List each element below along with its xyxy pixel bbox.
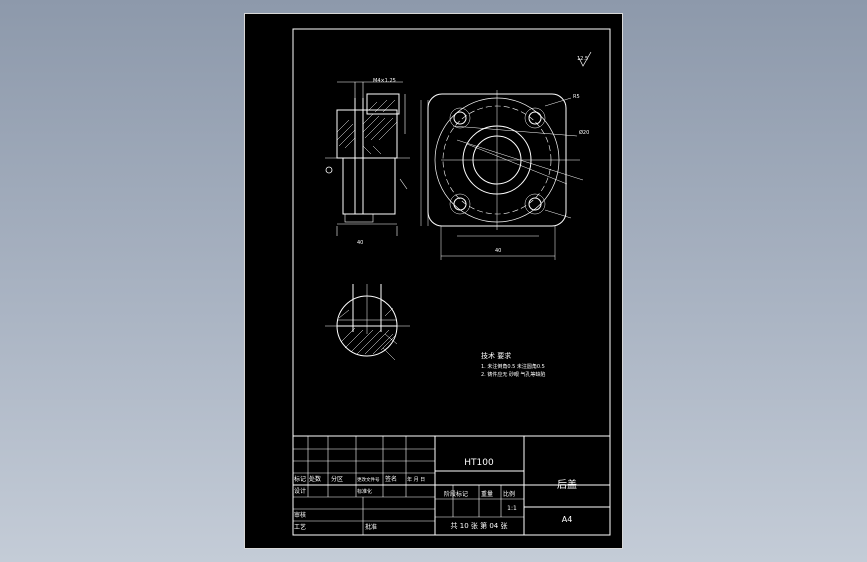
detail-view [325,284,410,361]
row-design: 设计 [294,487,306,495]
header-count: 处数 [309,475,321,483]
tech-req-item-2: 2. 铸件应无 砂眼 气孔等缺陷 [481,371,546,378]
square-width-label: 40 [495,248,501,254]
material-label: HT100 [464,458,494,468]
detail-hatching [338,307,396,355]
paper-size: A4 [562,515,573,524]
drawing-sheet: M4×1.25 40 40 R5 Ø20 12.5 技术 要求 1. 未注倒角0… [244,13,623,549]
side-section-view [325,81,410,236]
tech-req-title: 技术 要求 [481,351,511,360]
front-view [420,90,584,260]
side-width-label: 40 [357,240,363,246]
header-sign: 签名 [385,475,397,483]
header-mark: 标记 [294,475,306,483]
weight-label: 重量 [481,490,493,498]
row-review: 审核 [294,511,306,519]
stage-label: 阶段标记 [444,490,468,498]
thread-label: M4×1.25 [373,78,396,84]
row-process: 工艺 [294,523,306,531]
tech-req-item-1: 1. 未注倒角0.5 未注圆角0.5 [481,363,545,370]
inner-frame [292,28,611,536]
radius-label: R5 [573,94,580,100]
header-doc: 更改文件号 [357,476,380,483]
header-date: 年 月 日 [407,476,425,483]
row-approve: 批准 [365,523,377,531]
side-hatching [336,99,398,155]
sheet-count: 共 10 张 第 04 张 [451,521,508,530]
header-zone: 分区 [331,475,343,483]
ratio-label: 比例 [503,490,515,498]
roughness-value: 12.5 [577,56,588,62]
row-standard: 标准化 [357,488,372,495]
bore-label: Ø20 [579,129,589,136]
cad-drawing: M4×1.25 40 40 R5 Ø20 12.5 技术 要求 1. 未注倒角0… [292,28,611,536]
roughness-symbol [578,51,592,67]
title-block-lines [292,435,611,536]
scale-value: 1:1 [507,505,517,512]
part-name: 后盖 [557,478,577,491]
